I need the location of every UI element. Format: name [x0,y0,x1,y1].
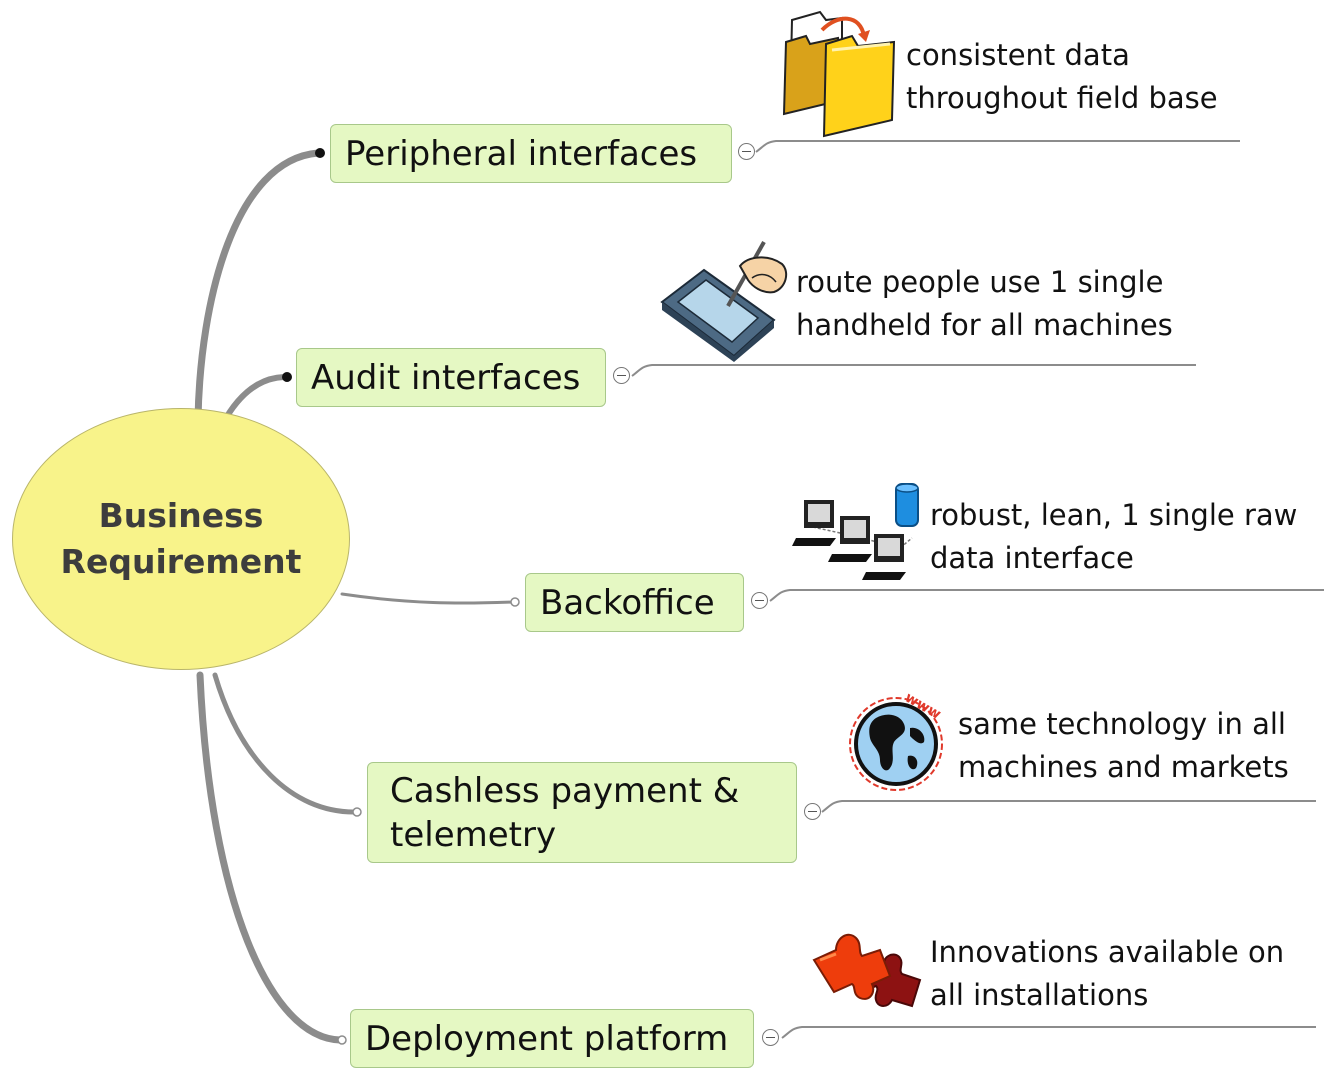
central-topic[interactable]: Business Requirement [12,408,350,670]
topic-label: Audit interfaces [311,357,581,398]
collapse-button[interactable] [762,1029,779,1046]
note-line-2 [631,364,1196,377]
note-line-4 [821,800,1316,813]
topic-label: Peripheral interfaces [345,133,698,174]
minus-icon [742,151,751,152]
puzzle-pieces-icon [812,933,922,1008]
note-deployment: Innovations available on all installatio… [930,935,1285,1012]
collapse-button[interactable] [738,143,755,160]
globe-www-icon: www [849,690,944,791]
connector-dot [510,597,520,607]
minus-icon [766,1037,775,1038]
minus-icon [808,811,817,812]
topic-audit-interfaces[interactable]: Audit interfaces [296,348,606,407]
connector-dot [282,372,292,382]
topic-label: Cashless payment & telemetry [390,770,740,855]
note-peripheral: consistent data throughout field base [906,38,1218,115]
note-line-5 [781,1026,1316,1039]
connector-backoffice [340,592,514,605]
collapse-button[interactable] [804,803,821,820]
collapse-button[interactable] [751,592,768,609]
connector-dot [337,1035,347,1045]
minus-icon [617,375,626,376]
note-backoffice: robust, lean, 1 single raw data interfac… [930,498,1298,575]
connector-cashless [212,672,357,815]
topic-backoffice[interactable]: Backoffice [525,573,744,632]
topic-peripheral-interfaces[interactable]: Peripheral interfaces [330,124,732,183]
collapse-button[interactable] [613,367,630,384]
note-line-1 [755,140,1240,153]
topic-label: Backoffice [540,582,715,623]
note-audit: route people use 1 single handheld for a… [796,265,1173,342]
note-cashless: same technology in all machines and mark… [958,707,1289,784]
connector-peripheral [194,149,322,424]
central-topic-label: Business Requirement [60,496,302,581]
minus-icon [755,600,764,601]
handheld-pen-icon [660,241,788,362]
connector-dot [315,148,325,158]
folders-icon [782,10,896,138]
connector-deployment [196,671,344,1044]
note-line-3 [769,589,1324,602]
topic-cashless-payment-telemetry[interactable]: Cashless payment & telemetry [367,762,797,863]
connector-dot [352,807,362,817]
topic-label: Deployment platform [365,1018,729,1059]
topic-deployment-platform[interactable]: Deployment platform [350,1009,754,1068]
network-database-icon [792,483,919,580]
